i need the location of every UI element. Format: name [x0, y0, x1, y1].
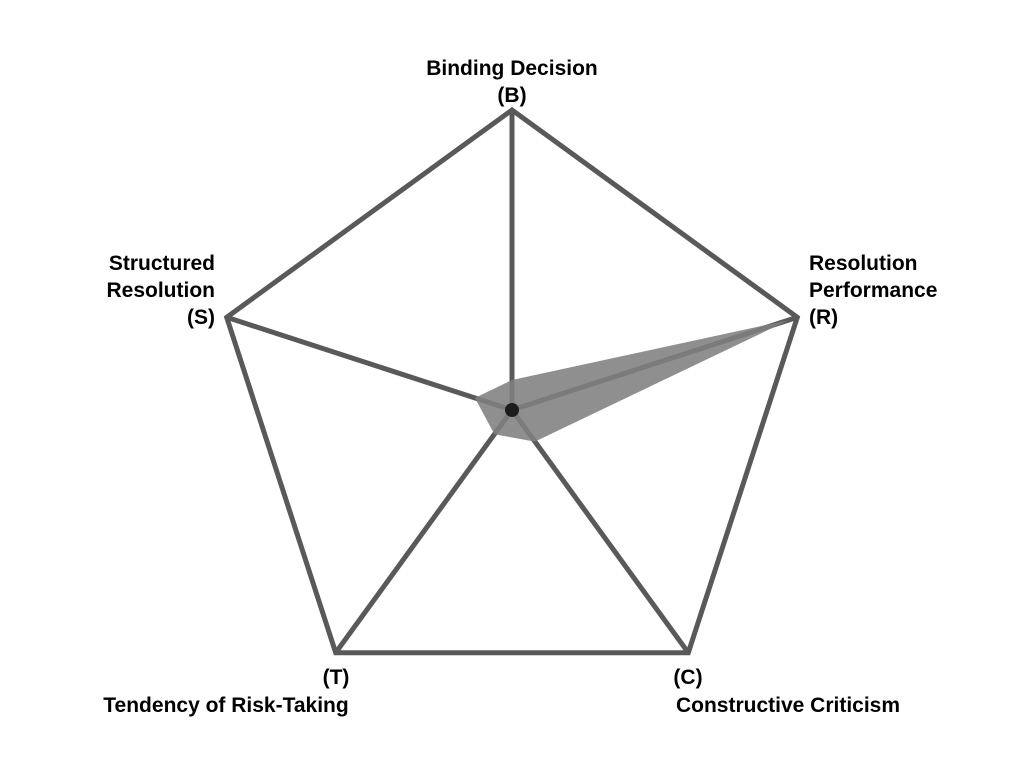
data-polygon [474, 320, 789, 442]
axis-label-C-line1: (C) [673, 666, 702, 689]
axis-label-S-line1: Structured [109, 252, 215, 275]
center-dot [505, 403, 519, 417]
axis-spoke-T [333, 408, 515, 655]
axis-label-B-line1: Binding Decision [426, 57, 598, 80]
pentagon-outline [223, 106, 801, 656]
axis-label-T-line1: (T) [323, 666, 350, 689]
axis-label-T-line2: Tendency of Risk-Taking [103, 694, 348, 717]
axis-spoke-C [509, 408, 691, 655]
axis-label-R-line1: Resolution [809, 252, 918, 275]
axis-label-B-line2: (B) [497, 84, 526, 107]
axis-label-R-line3: (R) [809, 306, 838, 329]
axis-spoke-S [225, 314, 513, 413]
axis-label-C-line2: Constructive Criticism [676, 694, 900, 717]
axis-label-S-line2: Resolution [107, 279, 216, 302]
axis-label-R-line2: Performance [809, 279, 937, 302]
axis-label-S-line3: (S) [187, 306, 215, 329]
